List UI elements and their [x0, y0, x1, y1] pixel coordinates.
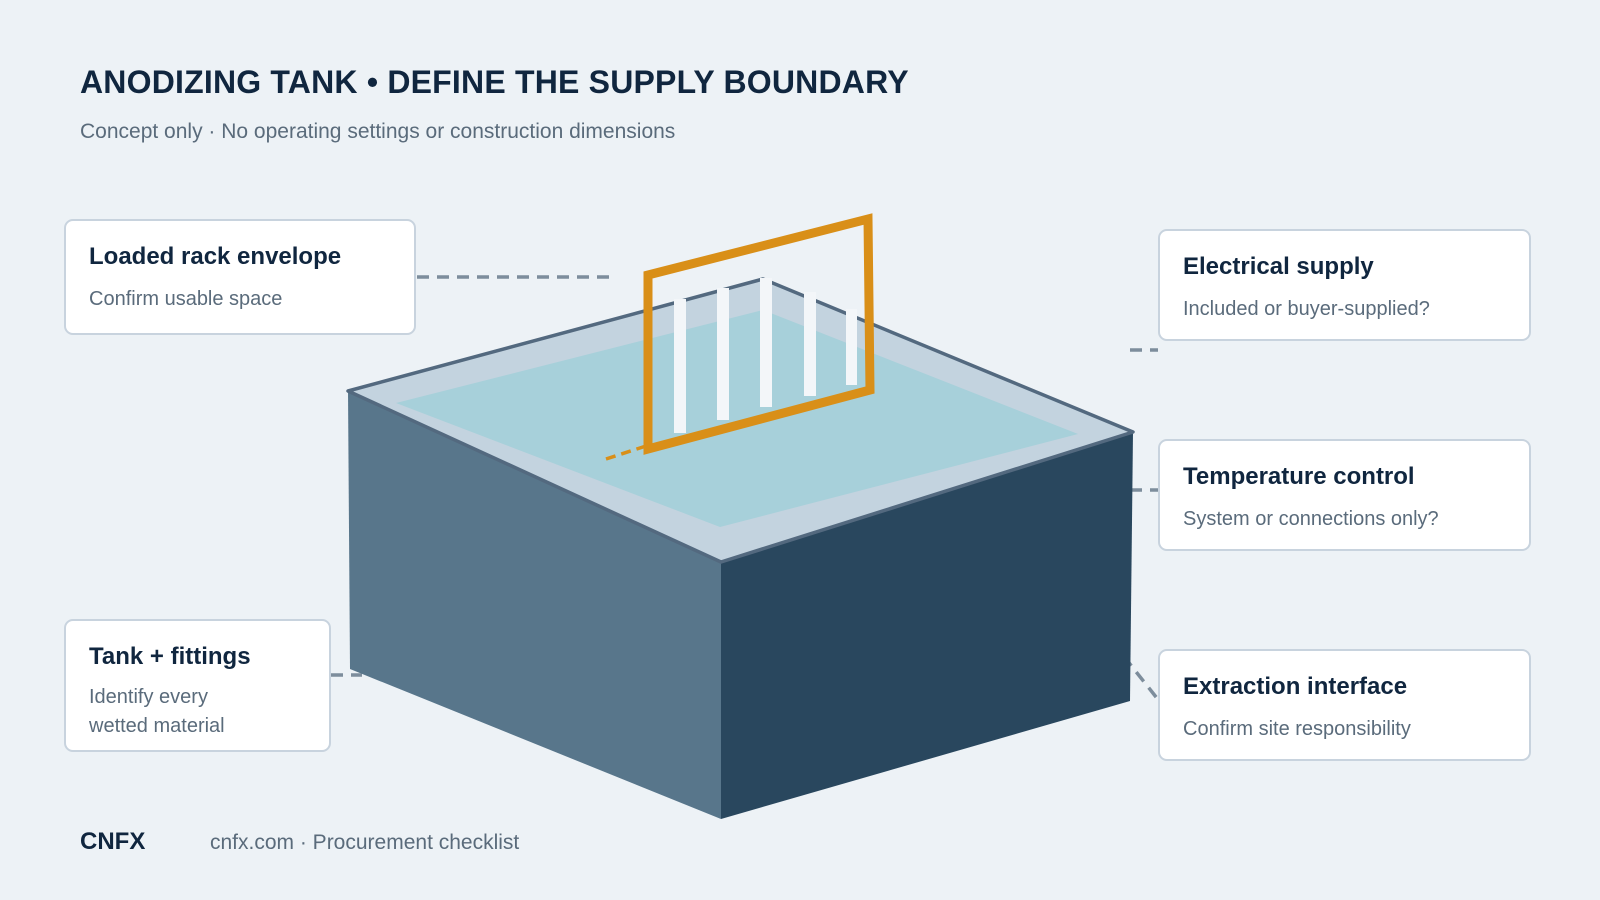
callout-subtext: Included or buyer-supplied? [1183, 295, 1507, 324]
temperature-control-callout: Temperature control System or connection… [1158, 439, 1531, 551]
liquid-surface [396, 310, 1078, 527]
rack-parts [674, 278, 857, 433]
rack-part [846, 309, 857, 385]
callout-subtext: Confirm site responsibility [1183, 715, 1507, 744]
callout-subtext: Identify every wetted material [89, 683, 307, 741]
rack-envelope-dashed-edge [605, 444, 647, 461]
tank-right-face [721, 432, 1133, 819]
callout-subtext-line: wetted material [89, 715, 225, 737]
callout-subtext-line: Confirm site responsibility [1183, 718, 1411, 740]
callout-title: Temperature control [1183, 463, 1415, 490]
rack-envelope-callout: Loaded rack envelope Confirm usable spac… [64, 219, 416, 335]
page-subtitle: Concept only · No operating settings or … [80, 120, 676, 143]
rack-frame [643, 213, 875, 455]
callout-subtext-line: Identify every [89, 686, 208, 708]
footer-text: cnfx.com · Procurement checklist [210, 831, 520, 854]
callout-subtext-line: System or connections only? [1183, 508, 1439, 530]
callout-title: Electrical supply [1183, 253, 1374, 280]
rack-part [674, 299, 686, 433]
callout-subtext-line: Confirm usable space [89, 288, 283, 310]
rack-part [717, 288, 729, 420]
callout-subtext: Confirm usable space [89, 285, 392, 314]
page-title: ANODIZING TANK • DEFINE THE SUPPLY BOUND… [80, 64, 909, 100]
callout-title: Extraction interface [1183, 673, 1408, 700]
callout-subtext: System or connections only? [1183, 505, 1507, 534]
tank-fittings-callout: Tank + fittings Identify every wetted ma… [64, 619, 331, 752]
rack-part [804, 292, 816, 396]
electrical-supply-callout: Electrical supply Included or buyer-supp… [1158, 229, 1531, 341]
extraction-interface-callout: Extraction interface Confirm site respon… [1158, 649, 1531, 761]
callout-title: Tank + fittings [89, 643, 251, 670]
tank-left-face [348, 391, 721, 819]
callout-title: Loaded rack envelope [89, 243, 342, 270]
callout-subtext-line: Included or buyer-supplied? [1183, 298, 1430, 320]
rack-part [760, 278, 772, 407]
footer-brand-logo: CNFX [80, 828, 146, 855]
